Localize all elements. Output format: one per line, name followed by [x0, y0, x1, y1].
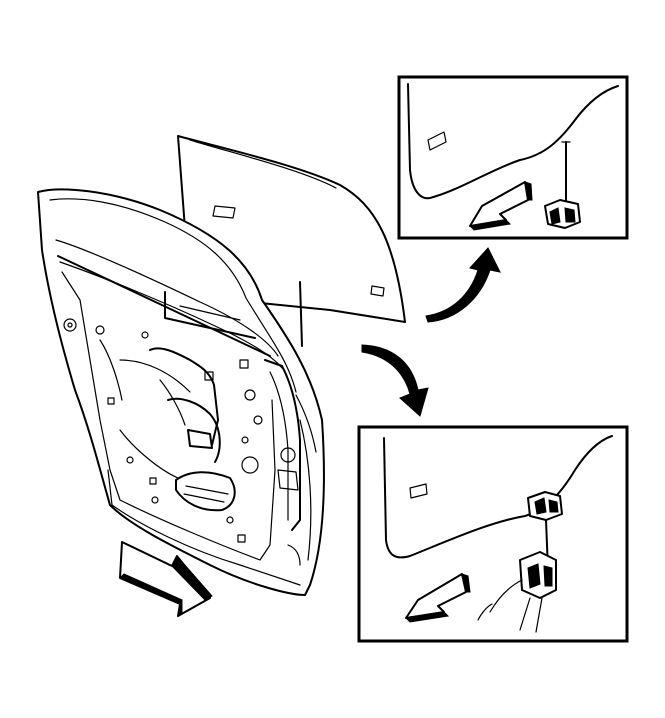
callout-arrow-lower — [361, 344, 429, 417]
detail-box-top — [397, 75, 629, 240]
door-shell — [37, 188, 326, 596]
direction-arrow — [119, 541, 213, 618]
detail-box-bottom — [357, 425, 629, 643]
callout-arrow-upper — [425, 247, 501, 323]
rear-door-assembly — [37, 188, 326, 596]
window-regulator — [99, 339, 236, 512]
